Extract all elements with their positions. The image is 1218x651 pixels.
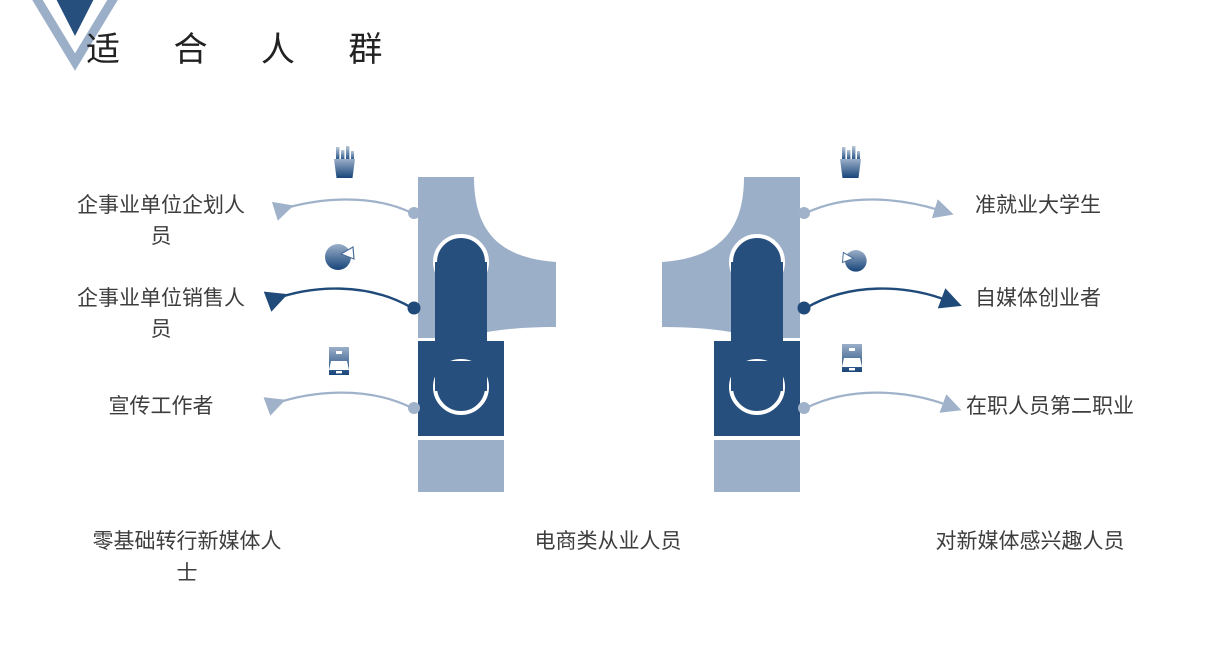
connectors-left — [263, 198, 421, 416]
connector-right-2 — [805, 287, 962, 310]
connector-dot-left-2 — [407, 301, 421, 315]
pen-cup-icon — [840, 146, 861, 178]
audience-label-left-2: 企事业单位销售人员 — [77, 287, 245, 341]
connectors-right — [797, 198, 962, 414]
connector-dot-left-3 — [408, 402, 420, 414]
audience-label-bottom-1: 零基础转行新媒体人士 — [92, 530, 282, 585]
connector-dot-right-3 — [798, 402, 810, 414]
pen-cup-icon — [334, 146, 355, 178]
puzzle-left — [418, 177, 556, 492]
audience-label-right-3: 在职人员第二职业 — [966, 395, 1134, 418]
audience-label-right-1: 准就业大学生 — [975, 194, 1101, 217]
connector-right-3 — [805, 391, 962, 413]
connector-right-1 — [805, 198, 954, 219]
file-cabinet-icon — [329, 347, 349, 375]
file-cabinet-icon — [842, 344, 862, 372]
pie-chart-icon — [841, 250, 867, 272]
audience-label-bottom-2: 电商类从业人员 — [534, 530, 682, 553]
puzzle-piece-right-bottom — [714, 440, 800, 492]
connector-left-2 — [263, 287, 413, 312]
audience-label-left-3: 宣传工作者 — [108, 395, 214, 418]
puzzle-piece-left-bottom — [418, 440, 504, 492]
audience-label-left-1: 企事业单位企划人员 — [77, 194, 245, 248]
pie-chart-icon — [325, 244, 355, 270]
puzzle-right — [662, 177, 800, 492]
page-title: 适 合 人 群 — [86, 31, 405, 69]
chevron-down-double-icon — [32, 0, 118, 71]
connector-left-3 — [263, 391, 413, 416]
connector-dot-left-1 — [408, 207, 420, 219]
connector-left-1 — [271, 198, 413, 221]
connector-dot-right-1 — [798, 207, 810, 219]
audience-label-bottom-3: 对新媒体感兴趣人员 — [935, 530, 1125, 553]
audience-label-right-2: 自媒体创业者 — [975, 287, 1101, 310]
connector-dot-right-2 — [797, 301, 811, 315]
